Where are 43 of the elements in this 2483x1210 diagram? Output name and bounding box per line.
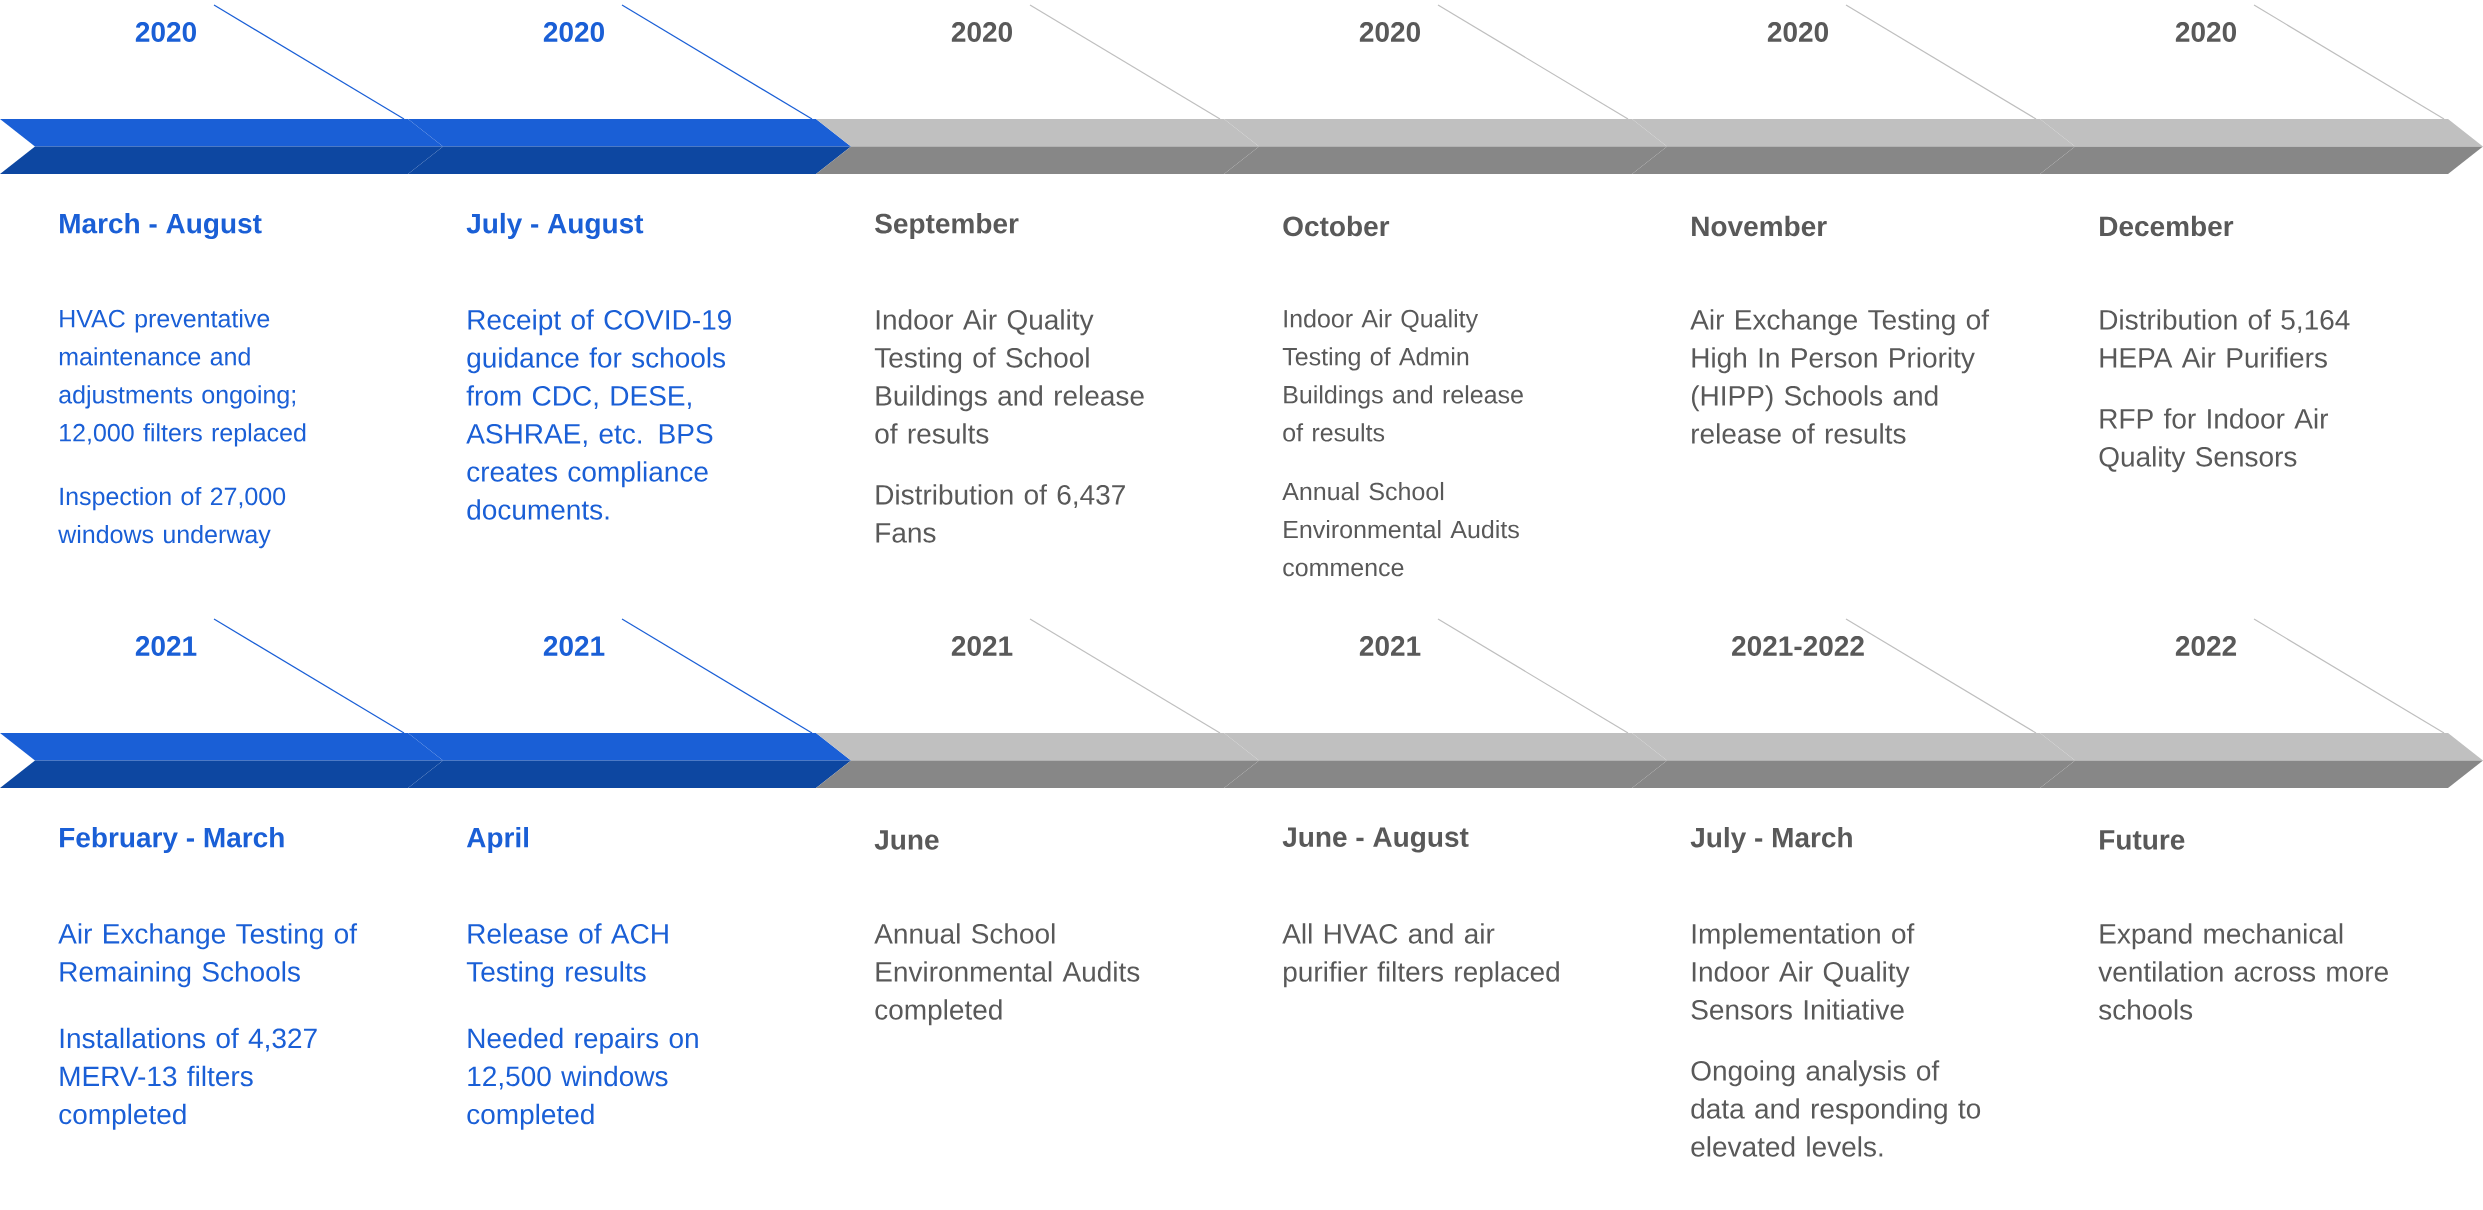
description-text: Distribution of 6,437 Fans <box>876 484 1125 543</box>
description-text: Ongoing analysis of data and responding to elevated levels. <box>1691 1060 1981 1157</box>
description-text: Implementation of Indoor Air Quality Sensors Initiative <box>1691 923 1915 1020</box>
period-heading: June - August <box>1282 827 1469 853</box>
description-text: Expand mechanical ventilation across more schools <box>2098 923 2388 1020</box>
description-text: All HVAC and air purifier filters replaced <box>1282 923 1559 988</box>
period-heading: Future <box>2100 830 2185 850</box>
description-text: Distribution of 5,164 HEPA Air Purifiers <box>2100 309 2350 368</box>
year-label: 2020 <box>1767 22 1828 42</box>
year-label: 2021 <box>1359 636 1421 656</box>
year-label: 2020 <box>135 22 196 42</box>
description-text: Receipt of COVID-19 guidance for schools from CDC, DESE, ASHRAE, etc. BPS creates compliance documents. <box>466 309 731 520</box>
description-text: Needed repairs on 12,500 windows completed <box>467 1027 698 1130</box>
period-heading: December <box>2100 215 2234 237</box>
year-label: 2021 <box>135 636 197 656</box>
period-heading: July - August <box>466 212 644 240</box>
year-label: 2020 <box>1359 22 1420 42</box>
period-heading: September <box>875 212 1019 240</box>
description-text: HVAC preventative maintenance and adjustments ongoing; 12,000 filters replaced <box>59 309 306 447</box>
description-text: Indoor Air Quality Testing of Admin Buildings and release of results <box>1282 309 1523 442</box>
year-label: 2022 <box>2175 636 2237 656</box>
description-text: Inspection of 27,000 windows underway <box>58 486 286 549</box>
year-label: 2021 <box>951 636 1013 656</box>
description-text: Indoor Air Quality Testing of School Buildings and release of results <box>874 309 1144 444</box>
period-heading: February - March <box>60 826 284 854</box>
period-heading: March - August <box>60 212 262 240</box>
period-heading: October <box>1283 215 1390 237</box>
description-text: Air Exchange Testing of High In Person Priority (HIPP) Schools and release of results <box>1690 309 1990 444</box>
period-heading: June <box>874 830 939 850</box>
period-heading: November <box>1692 215 1827 237</box>
description-text: Installations of 4,327 MERV-13 filters completed <box>59 1027 317 1130</box>
description-text: Air Exchange Testing of Remaining Schools <box>58 923 358 988</box>
year-label: 2021 <box>543 636 605 656</box>
description-text: RFP for Indoor Air Quality Sensors <box>2099 408 2328 473</box>
year-label: 2021-2022 <box>1732 636 1864 656</box>
year-label: 2020 <box>2175 22 2236 42</box>
description-text: Annual School Environmental Audits commence <box>1282 481 1519 577</box>
year-label: 2020 <box>543 22 604 42</box>
year-label: 2020 <box>951 22 1012 42</box>
description-text: Annual School Environmental Audits completed <box>874 923 1140 1026</box>
period-heading: April <box>466 826 528 854</box>
description-text: Release of ACH Testing results <box>466 923 668 988</box>
period-heading: July - March <box>1690 826 1852 854</box>
